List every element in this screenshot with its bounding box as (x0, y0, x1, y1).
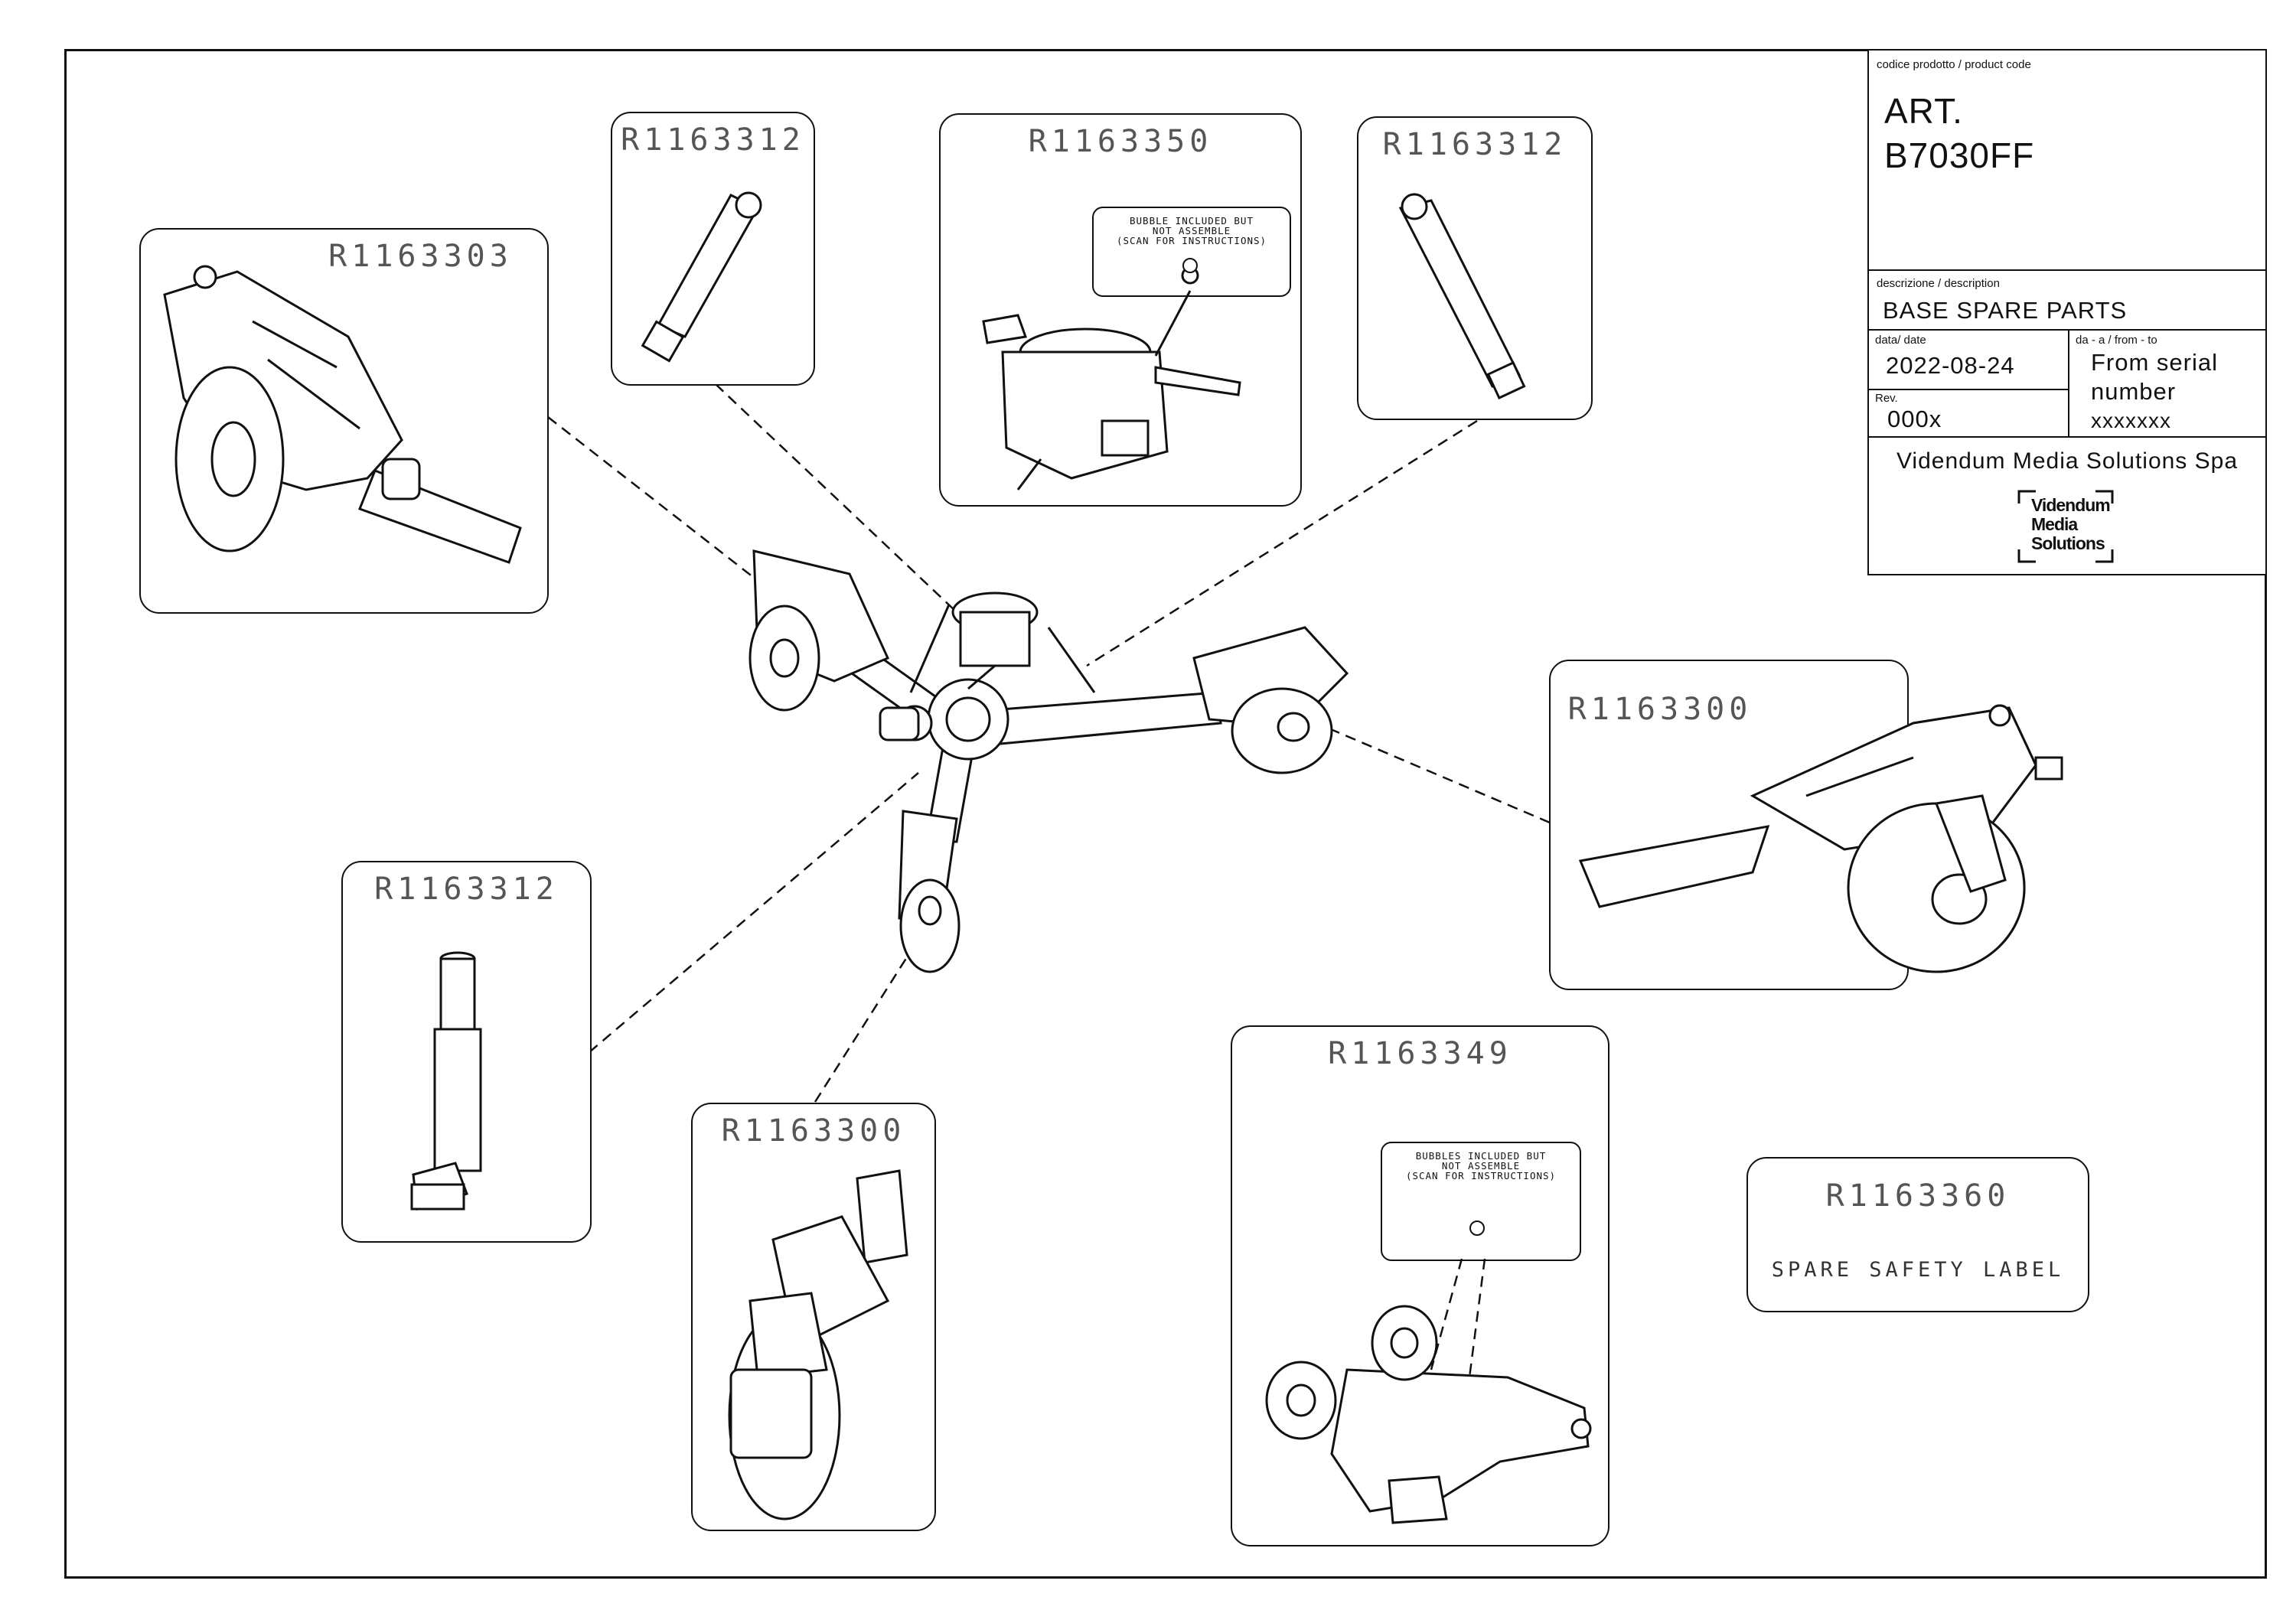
logo-corner-brackets-icon (2017, 490, 2114, 563)
strut-r1163312-top (641, 191, 762, 363)
note-line: NOT ASSEMBLE (1441, 1160, 1521, 1172)
callout-r1163349: R1163349 BUBBLES INCLUDED BUT NOT ASSEMB… (1231, 1025, 1609, 1546)
serial-range-line2: number (2091, 378, 2177, 405)
date-cell: data/ date 2022-08-24 (1867, 329, 2069, 390)
note-line: BUBBLE INCLUDED BUT (1130, 215, 1254, 227)
revision-label: Rev. (1875, 392, 1898, 405)
logo-line: Solutions (2031, 533, 2105, 553)
wheel-bracket-r1163300-right (1578, 704, 2063, 973)
product-code-label: codice prodotto / product code (1877, 58, 2031, 71)
serial-range-cell: da - a / from - to From serial number xx… (2068, 329, 2267, 438)
note-line: NOT ASSEMBLE (1152, 225, 1231, 236)
note-line: BUBBLES INCLUDED BUT (1415, 1150, 1547, 1162)
part-code-r1163312-top: R1163312 (621, 122, 805, 158)
strut-r1163312-right (1398, 193, 1526, 400)
date-label: data/ date (1875, 334, 1926, 347)
drawing-frame (64, 49, 2267, 1579)
assembly-note-r1163350: BUBBLE INCLUDED BUT NOT ASSEMBLE (SCAN F… (1092, 207, 1291, 297)
wheel-bracket-r1163300-bottom (728, 1169, 908, 1520)
logo-wordmark: Videndum Media Solutions (2031, 495, 2111, 553)
column-clamp-r1163350 (982, 266, 1241, 490)
callout-r1163312-left: R1163312 (341, 861, 592, 1243)
assembly-note-r1163349: BUBBLES INCLUDED BUT NOT ASSEMBLE (SCAN … (1381, 1142, 1581, 1261)
part-code-r1163349: R1163349 (1328, 1036, 1512, 1071)
description-cell: descrizione / description BASE SPARE PAR… (1867, 269, 2267, 331)
part-code-r1163303: R1163303 (328, 239, 513, 274)
company-cell: Videndum Media Solutions Spa Videndum Me… (1867, 436, 2267, 575)
part-code-r1163312-left: R1163312 (374, 872, 559, 907)
description-label: descrizione / description (1877, 277, 2000, 290)
serial-range-line3: xxxxxxx (2091, 409, 2171, 432)
part-code-r1163300-right: R1163300 (1567, 692, 1753, 727)
part-code-r1163312-right: R1163312 (1382, 127, 1567, 162)
wheel-bracket-r1163303 (163, 265, 522, 564)
serial-range-label: da - a / from - to (2076, 334, 2157, 347)
note-line: (SCAN FOR INSTRUCTIONS) (1116, 235, 1267, 246)
logo-line: Media (2031, 514, 2078, 534)
logo-line: Videndum (2031, 495, 2111, 515)
product-code-cell: codice prodotto / product code ART. B703… (1867, 49, 2267, 271)
company-logo: Videndum Media Solutions (2016, 488, 2115, 565)
callout-r1163312-right: R1163312 (1357, 116, 1593, 420)
product-code-line2: B7030FF (1884, 135, 2035, 175)
serial-range-line1: From serial (2091, 349, 2219, 376)
revision-value: 000x (1887, 406, 1942, 432)
center-hub-r1163349 (1265, 1305, 1592, 1524)
part-code-r1163300-bottom: R1163300 (721, 1113, 906, 1149)
note-line: (SCAN FOR INSTRUCTIONS) (1405, 1170, 1557, 1181)
product-code-line1: ART. (1884, 91, 1963, 131)
central-dolly-assembly (748, 549, 1349, 973)
description-value: BASE SPARE PARTS (1883, 297, 2128, 324)
company-name: Videndum Media Solutions Spa (1896, 448, 2239, 474)
date-value: 2022-08-24 (1886, 352, 2015, 379)
spare-safety-label-text: SPARE SAFETY LABEL (1771, 1258, 2065, 1282)
strut-r1163312-left (410, 951, 482, 1211)
part-code-r1163360: R1163360 (1825, 1178, 2011, 1214)
part-code-r1163350: R1163350 (1028, 124, 1213, 159)
revision-cell: Rev. 000x (1867, 389, 2069, 438)
callout-r1163360: R1163360 SPARE SAFETY LABEL (1746, 1157, 2089, 1312)
